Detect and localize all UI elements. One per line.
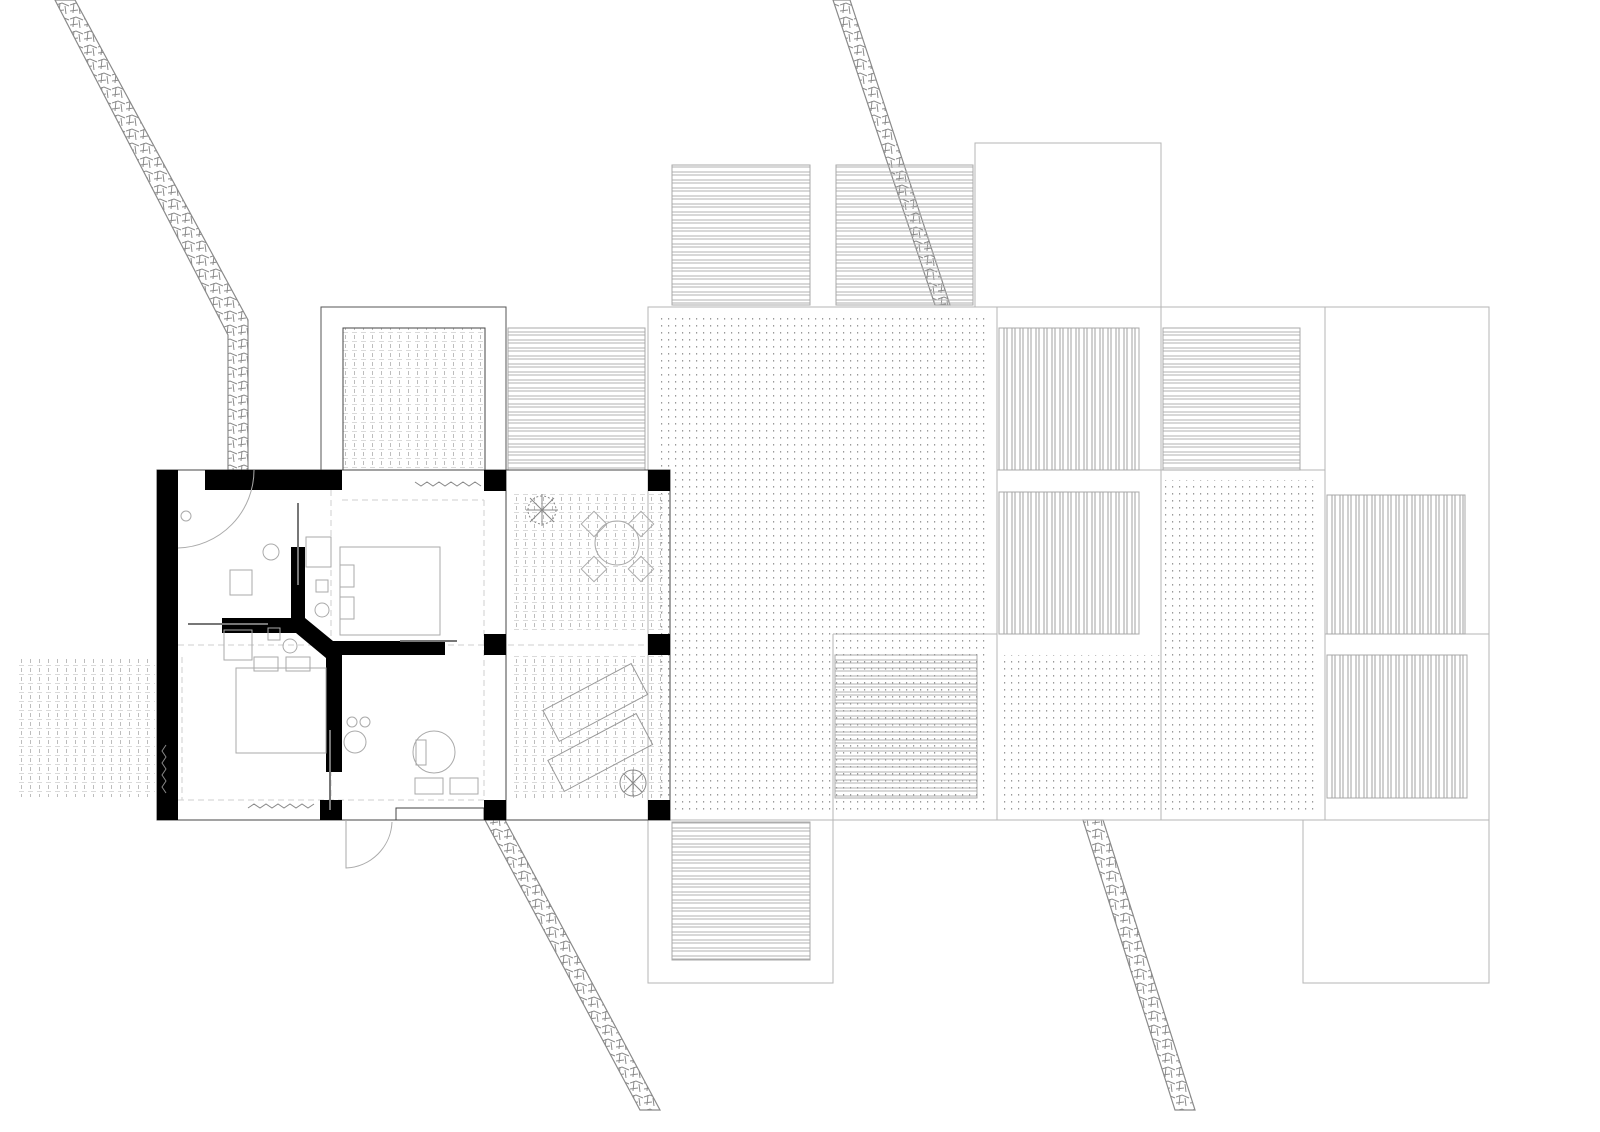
door-swing-icon xyxy=(345,820,393,869)
furniture xyxy=(161,469,655,869)
radiator-icon xyxy=(414,481,482,487)
radiator-icon xyxy=(247,803,315,809)
sun-lounger-icon xyxy=(542,662,654,793)
radiator-icon xyxy=(161,744,167,794)
sliding-doors xyxy=(188,503,457,810)
slatted-deck-icon xyxy=(507,164,1468,961)
door-swing-icon xyxy=(177,469,255,549)
dining-table-icon xyxy=(580,510,655,583)
dotted-paving-icon xyxy=(15,317,1315,810)
bed-icon xyxy=(235,667,327,754)
plant-icon xyxy=(526,494,647,797)
y-wall xyxy=(222,547,445,772)
bed-icon xyxy=(339,546,441,636)
walls xyxy=(157,470,670,820)
